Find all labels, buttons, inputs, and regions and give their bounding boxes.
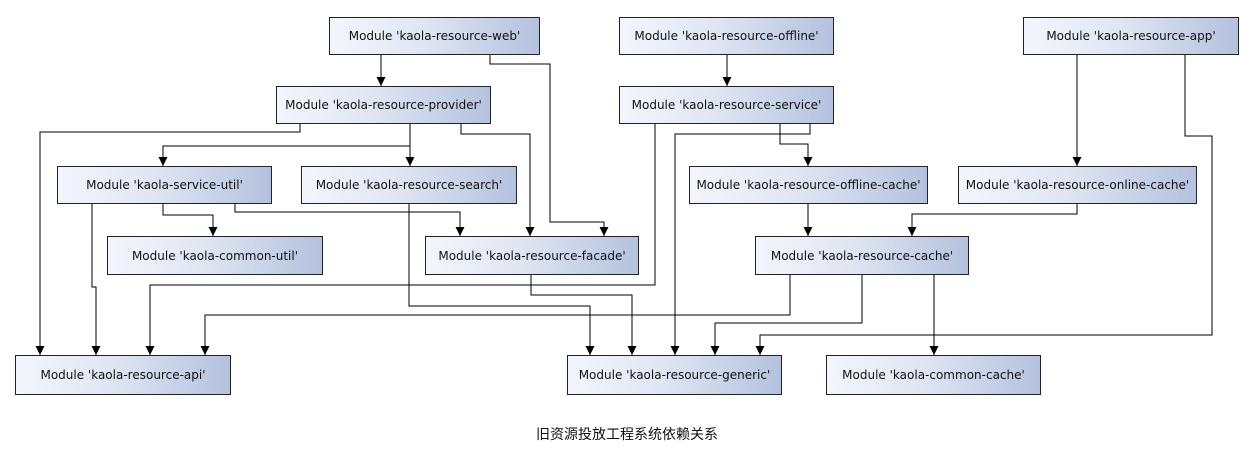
edge-search-to-generic (408, 204, 595, 355)
node-kaola-resource-api[interactable]: Module 'kaola-resource-api' (15, 355, 231, 395)
edge-service-to-generic (670, 124, 811, 355)
edge-web-to-facade (489, 55, 609, 236)
node-kaola-common-util[interactable]: Module 'kaola-common-util' (107, 236, 323, 275)
edge-service_util-to-common_util (162, 204, 218, 236)
node-kaola-resource-search[interactable]: Module 'kaola-resource-search' (301, 166, 517, 204)
edge-app-to-generic (755, 55, 1213, 355)
edge-service_util-to-facade (234, 204, 465, 236)
node-kaola-resource-offline[interactable]: Module 'kaola-resource-offline' (619, 17, 834, 55)
diagram-caption: 旧资源投放工程系统依赖关系 (536, 427, 718, 443)
edge-service-to-offline_cache (779, 124, 813, 166)
node-kaola-resource-app[interactable]: Module 'kaola-resource-app' (1023, 17, 1239, 55)
node-kaola-resource-service[interactable]: Module 'kaola-resource-service' (619, 86, 834, 124)
node-kaola-resource-online-cache[interactable]: Module 'kaola-resource-online-cache' (958, 166, 1197, 204)
node-kaola-common-cache[interactable]: Module 'kaola-common-cache' (826, 355, 1041, 395)
node-kaola-resource-generic[interactable]: Module 'kaola-resource-generic' (567, 355, 782, 395)
node-kaola-resource-offline-cache[interactable]: Module 'kaola-resource-offline-cache' (689, 166, 928, 204)
node-kaola-resource-web[interactable]: Module 'kaola-resource-web' (329, 17, 540, 55)
edge-cache-to-generic (710, 275, 863, 355)
node-kaola-resource-facade[interactable]: Module 'kaola-resource-facade' (425, 236, 639, 275)
edge-service_util-to-api (91, 204, 101, 355)
node-kaola-resource-cache[interactable]: Module 'kaola-resource-cache' (755, 236, 969, 275)
edge-group (35, 55, 1213, 355)
edge-service-to-api (145, 124, 656, 355)
node-kaola-service-util[interactable]: Module 'kaola-service-util' (57, 166, 272, 204)
edge-provider-to-api (35, 124, 301, 355)
edge-facade-to-generic (530, 275, 637, 355)
edge-cache-to-api (200, 275, 791, 355)
node-kaola-resource-provider[interactable]: Module 'kaola-resource-provider' (276, 86, 491, 124)
edge-provider-to-facade (460, 124, 535, 236)
edge-provider-to-service_util (158, 124, 411, 166)
edge-online_cache-to-cache (907, 204, 1078, 236)
